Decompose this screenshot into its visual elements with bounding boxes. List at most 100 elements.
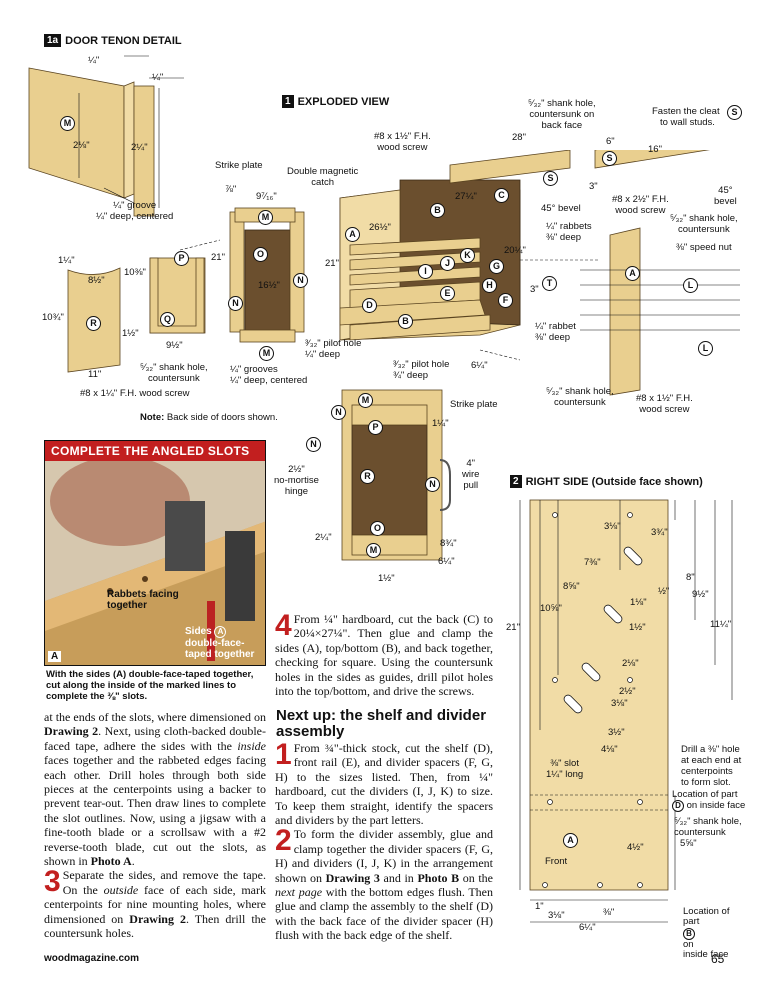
part-S-left: S <box>543 171 558 186</box>
dim2-2-1-2: 2½" <box>619 686 636 697</box>
label-bevel-45b: 45° bevel <box>714 185 737 207</box>
label-rabbet: ¼" rabbet ⅜" deep <box>535 321 576 343</box>
figure-2-header: 2 RIGHT SIDE (Outside face shown) <box>510 475 703 488</box>
dim2-10-5-8: 10⅝" <box>540 603 562 614</box>
part-F: F <box>498 293 513 308</box>
part-P-left: P <box>174 251 189 266</box>
dim2-3-1-8-bot: 3⅛" <box>548 910 565 921</box>
photo-a-caption: With the sides (A) double-face-taped tog… <box>46 669 254 702</box>
part-P-door: P <box>368 420 383 435</box>
part-H: H <box>482 278 497 293</box>
dim-3-top: 3" <box>589 181 598 192</box>
dim-6: 6" <box>606 136 615 147</box>
label-grooves: ¼" grooves ¼" deep, centered <box>230 364 308 386</box>
dim-9-7-16: 9⁷⁄₁₆" <box>256 191 277 202</box>
dim2-6-1-4: 6¼" <box>579 922 596 933</box>
part-T: T <box>542 276 557 291</box>
part-G: G <box>489 259 504 274</box>
label-shank-cs2: ⁵⁄₃₂" shank hole, countersunk <box>670 213 738 235</box>
dim-1a-t1: ¼" <box>88 55 100 66</box>
dim-1a-t4: 2¼" <box>131 142 148 153</box>
part-M-label: M <box>60 116 75 131</box>
dim2-9-1-2: 9½" <box>692 589 709 600</box>
label-loc-B-pre: Location of part <box>683 905 730 927</box>
figure-1-title: EXPLODED VIEW <box>297 95 390 108</box>
label-wire-pull: 4" wire pull <box>462 458 480 491</box>
dim2-3-3-4: 3¾" <box>651 527 668 538</box>
label-pilot-3-4: ³⁄₃₂" pilot hole ¾" deep <box>393 359 450 381</box>
label-loc-B-circle: B <box>683 927 695 940</box>
label-loc-D-pre: Location of part <box>672 789 738 800</box>
part-S-callout: S <box>727 105 742 120</box>
label-pilot-1-4: ³⁄₃₂" pilot hole ¼" deep <box>305 338 362 360</box>
dim2-1: 1" <box>535 901 544 912</box>
label-hinge: 2½" no-mortise hinge <box>274 464 319 497</box>
label-slot: ⅜" slot 1¼" long <box>546 758 584 780</box>
dim2-3-1-2: 3½" <box>608 727 625 738</box>
part-R-door: R <box>360 469 375 484</box>
page-number: 65 <box>711 952 725 966</box>
label-drill: Drill a ⅜" hole at each end at centerpoi… <box>681 744 742 788</box>
part-O: O <box>253 247 268 262</box>
dim-10-3-4: 10¾" <box>42 312 64 323</box>
dim2-8-5-8: 8⅝" <box>563 581 580 592</box>
part-D: D <box>362 298 377 313</box>
dim2-8: 8" <box>686 572 695 583</box>
dim2-21: 21" <box>506 622 520 633</box>
photo-a-callout-circle: A <box>214 626 227 638</box>
part-N-door-left: N <box>306 437 321 452</box>
label-shank-2: ⁵⁄₃₂" shank hole, countersunk <box>674 816 742 838</box>
photo-a-callout-rabbets: Rabbets facing together <box>107 589 179 611</box>
note-label: Note: <box>140 412 165 423</box>
dim-16-1-2: 16½" <box>258 280 280 291</box>
dim-6-1-4: 6¼" <box>438 556 455 567</box>
photo-a-badge: A <box>48 651 62 662</box>
part-A-right: A <box>625 266 640 281</box>
label-shank-back: ⁵⁄₃₂" shank hole, countersunk on back fa… <box>528 98 596 131</box>
label-strike-plate: Strike plate <box>215 160 263 171</box>
label-loc-B-post: on inside face <box>683 938 729 960</box>
dim-2-1-4: 2¼" <box>315 532 332 543</box>
dim-27-1-4: 27¼" <box>455 191 477 202</box>
label-fasten-cleat: Fasten the cleat <box>652 106 720 117</box>
drop-cap: 3 <box>44 865 61 899</box>
label-front: Front <box>545 856 568 867</box>
dim-1a-t3: 2⅛" <box>73 140 90 151</box>
label-bevel-45: 45° bevel <box>541 203 581 214</box>
photo-a-callout-sides-pre: Sides <box>185 626 212 637</box>
figure-2-drawing <box>519 499 733 923</box>
photo-a: COMPLETE THE ANGLED SLOTS A Rabbets faci… <box>44 440 266 666</box>
label-screw-1-1-2-b: #8 x 1½" F.H. wood screw <box>636 393 693 415</box>
part-E: E <box>440 286 455 301</box>
dim-28: 28" <box>512 132 526 143</box>
figure-1a-header: 1a DOOR TENON DETAIL <box>44 34 182 47</box>
part-L-top: L <box>683 278 698 293</box>
label-to-studs: to wall studs. <box>660 117 715 128</box>
label-loc-D-post: on inside face <box>686 800 746 811</box>
figure-1a-drawing <box>28 55 184 217</box>
dim2-4-1-8: 4⅛" <box>601 744 618 755</box>
part-K: K <box>460 248 475 263</box>
groove-note: ¼" groove ¼" deep, centered <box>96 200 174 222</box>
drop-cap: 1 <box>275 738 292 771</box>
dim-21-a: 21" <box>211 252 225 263</box>
part-S-cleat: S <box>602 151 617 166</box>
dim2-4-1-2: 4½" <box>627 842 644 853</box>
part-B-top: B <box>430 203 445 218</box>
label-screw-2-1-2: #8 x 2½" F.H. wood screw <box>612 194 669 216</box>
dim-11: 11" <box>88 369 102 380</box>
label-loc-D: Location of part D on inside face <box>672 789 745 812</box>
label-speed-nut: ⅜" speed nut <box>676 242 732 253</box>
dim-10-3-8: 10⅜" <box>124 267 146 278</box>
footer-site: woodmagazine.com <box>44 953 140 964</box>
dim2-1-1-2: 1½" <box>629 622 646 633</box>
figure-2-title: RIGHT SIDE (Outside face shown) <box>525 475 703 488</box>
dim-21-b: 21" <box>325 258 339 269</box>
drop-cap: 4 <box>275 609 292 642</box>
dim2-7-3-8: 7⅜" <box>584 557 601 568</box>
part-N-right: N <box>293 273 308 288</box>
part-A-side: A <box>563 833 578 848</box>
